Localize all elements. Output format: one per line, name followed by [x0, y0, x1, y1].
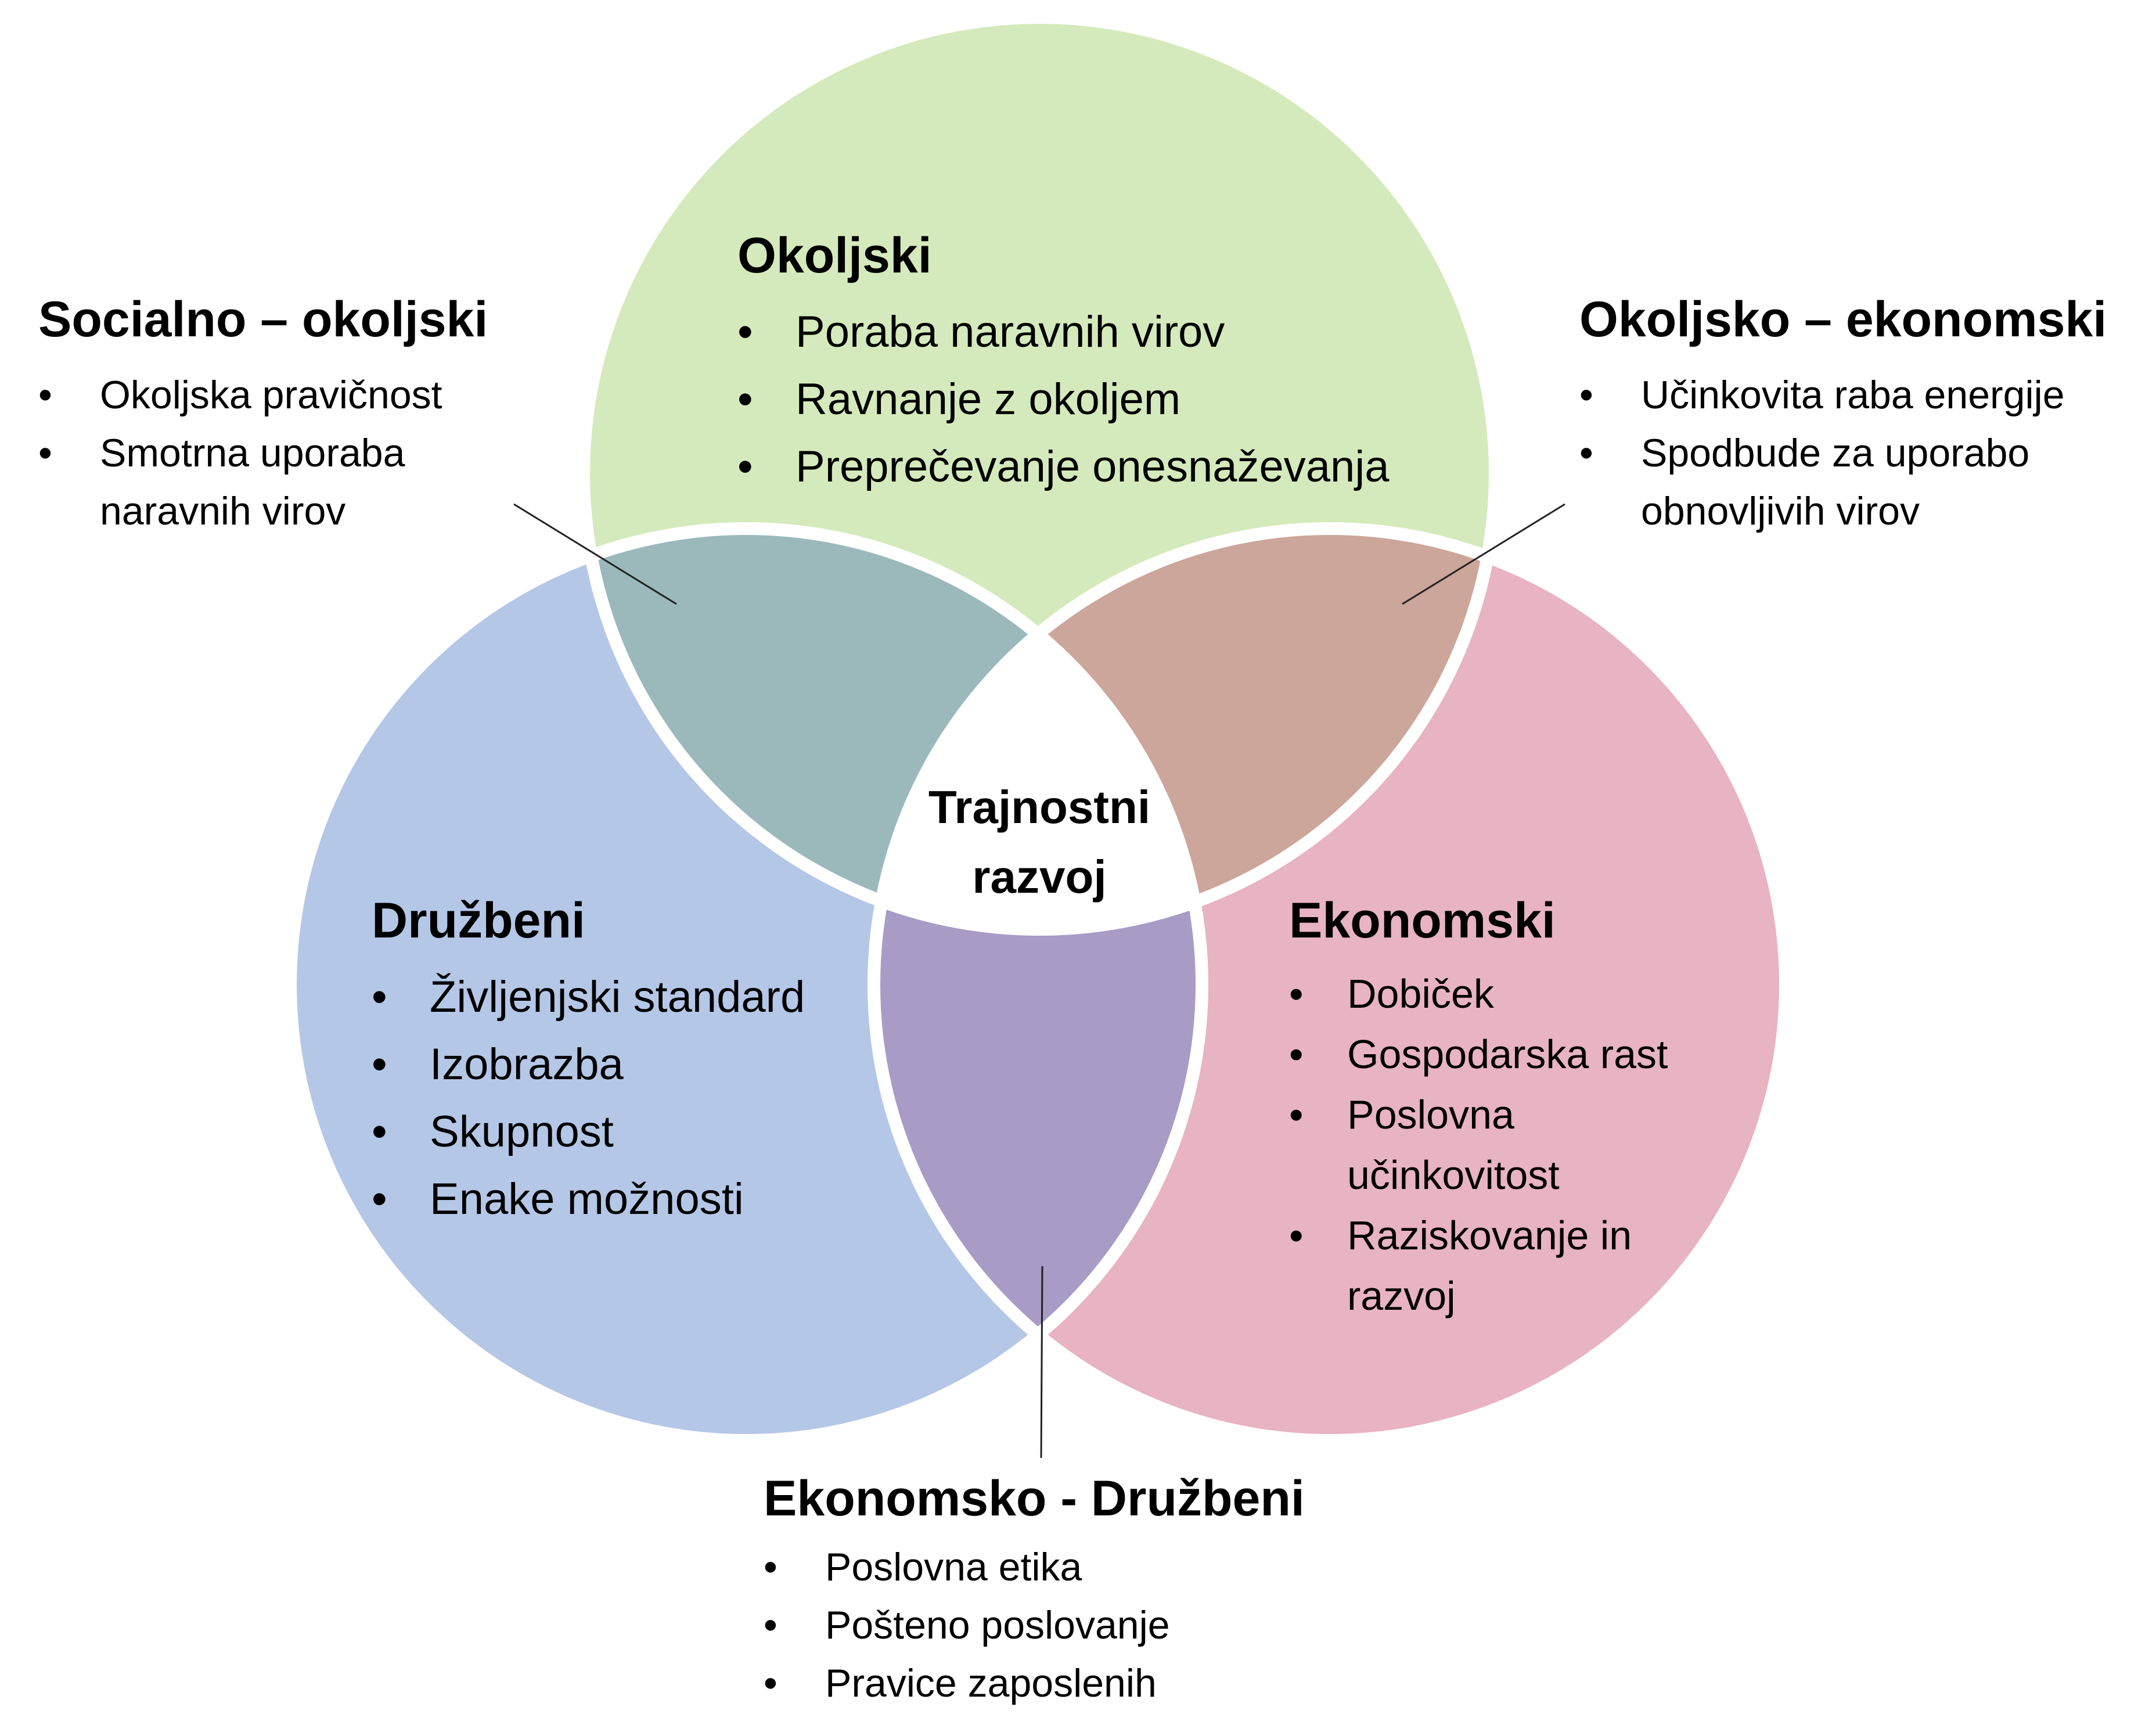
- list-item: Raziskovanje in razvoj: [1289, 1205, 1672, 1326]
- economic-outline: [868, 522, 1792, 1447]
- list-item: Skupnost: [372, 1098, 805, 1166]
- list-item: Spodbude za uporabo obnovljivih virov: [1579, 424, 2156, 540]
- economic-social-block: Ekonomsko - Družbeni Poslovna etika Pošt…: [764, 1470, 1305, 1712]
- economic-list: Dobiček Gospodarska rast Poslovna učinko…: [1289, 964, 1672, 1326]
- list-item: Ravnanje z okoljem: [737, 366, 1389, 433]
- leader-line-environmental-economic: [1402, 503, 1565, 605]
- environmental-economic-list: Učinkovita raba energije Spodbude za upo…: [1579, 366, 2156, 540]
- social-block: Družbeni Življenjski standard Izobrazba …: [372, 892, 805, 1233]
- leader-line-social-environmental: [513, 503, 677, 605]
- center-overlap: [874, 529, 1202, 929]
- list-item: Gospodarska rast: [1289, 1024, 1672, 1084]
- environmental-economic-block: Okoljsko – ekonomski Učinkovita raba ene…: [1579, 290, 2156, 540]
- environmental-list: Poraba naravnih virov Ravnanje z okoljem…: [737, 299, 1389, 501]
- center-label: Trajnostni razvoj: [894, 773, 1185, 912]
- center-label-line1: Trajnostni: [928, 781, 1151, 833]
- list-item: Pravice zaposlenih: [764, 1654, 1305, 1712]
- list-item: Poslovna etika: [764, 1538, 1305, 1596]
- list-item: Preprečevanje onesnaževanja: [737, 433, 1389, 501]
- economic-social-list: Poslovna etika Pošteno poslovanje Pravic…: [764, 1538, 1305, 1712]
- environmental-block: Okoljski Poraba naravnih virov Ravnanje …: [737, 227, 1389, 501]
- list-item: Izobrazba: [372, 1031, 805, 1098]
- list-item: Pošteno poslovanje: [764, 1596, 1305, 1654]
- social-environmental-title: Socialno – okoljski: [38, 292, 488, 347]
- center-label-line2: razvoj: [972, 851, 1107, 903]
- list-item: Življenjski standard: [372, 964, 805, 1031]
- social-outline: [284, 522, 1208, 1447]
- environmental-economic-title: Okoljsko – ekonomski: [1579, 292, 2107, 347]
- list-item: Učinkovita raba energije: [1579, 366, 2156, 424]
- social-title: Družbeni: [372, 893, 585, 948]
- economic-title: Ekonomski: [1289, 893, 1556, 948]
- social-environmental-block: Socialno – okoljski Okoljska pravičnost …: [38, 290, 518, 540]
- list-item: Poraba naravnih virov: [737, 299, 1389, 366]
- list-item: Smotrna uporaba naravnih virov: [38, 424, 518, 540]
- list-item: Poslovna učinkovitost: [1289, 1084, 1672, 1205]
- list-item: Okoljska pravičnost: [38, 366, 518, 424]
- economic-social-title: Ekonomsko - Družbeni: [764, 1471, 1305, 1526]
- list-item: Dobiček: [1289, 964, 1672, 1024]
- social-list: Življenjski standard Izobrazba Skupnost …: [372, 964, 805, 1233]
- leader-line-economic-social: [1040, 1266, 1043, 1458]
- social-environmental-list: Okoljska pravičnost Smotrna uporaba nara…: [38, 366, 518, 540]
- environmental-title: Okoljski: [737, 228, 932, 283]
- list-item: Enake možnosti: [372, 1166, 805, 1233]
- environmental-outline: [577, 11, 1502, 936]
- economic-block: Ekonomski Dobiček Gospodarska rast Poslo…: [1289, 892, 1672, 1326]
